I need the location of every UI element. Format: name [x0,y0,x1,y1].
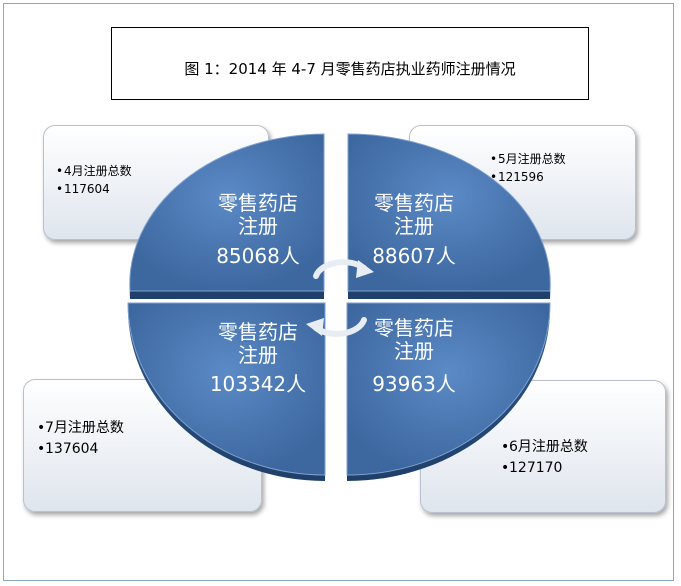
q-top-right-line2: 注册 [394,214,434,238]
figure-frame [3,3,674,581]
segment-top-right [347,133,551,292]
segment-bottom-right [346,302,551,476]
q-top-left-line1: 零售药店 [218,191,298,215]
card-april-label: 4月注册总数 [56,162,268,180]
q-bottom-right-line1: 零售药店 [374,316,454,340]
q-top-left-value: 85068人 [216,244,300,268]
figure-title: 图 1：2014 年 4-7 月零售药店执业药师注册情况 [184,60,516,78]
q-top-left-line2: 注册 [238,214,278,238]
cycle-arrowheads-icon [306,260,374,336]
segment-bottom-left [127,302,326,476]
q-bottom-left-value: 103342人 [210,372,306,396]
q-bottom-left-line1: 零售药店 [218,320,298,344]
card-april-value: 117604 [56,180,268,198]
q-bottom-right-line2: 注册 [394,339,434,363]
card-may-label: 5月注册总数 [490,150,635,168]
segment-top-left [129,133,325,292]
card-july-value: 137604 [37,439,261,460]
card-july-label: 7月注册总数 [37,418,261,439]
q-bottom-left-line2: 注册 [238,343,278,367]
title-box: 图 1：2014 年 4-7 月零售药店执业药师注册情况 [111,27,589,100]
card-june-value: 127170 [501,458,665,479]
q-top-right-value: 88607人 [372,244,456,268]
q-bottom-right-value: 93963人 [372,372,456,396]
card-june-label: 6月注册总数 [501,437,665,458]
q-top-right-line1: 零售药店 [374,191,454,215]
card-may-value: 121596 [490,168,635,186]
